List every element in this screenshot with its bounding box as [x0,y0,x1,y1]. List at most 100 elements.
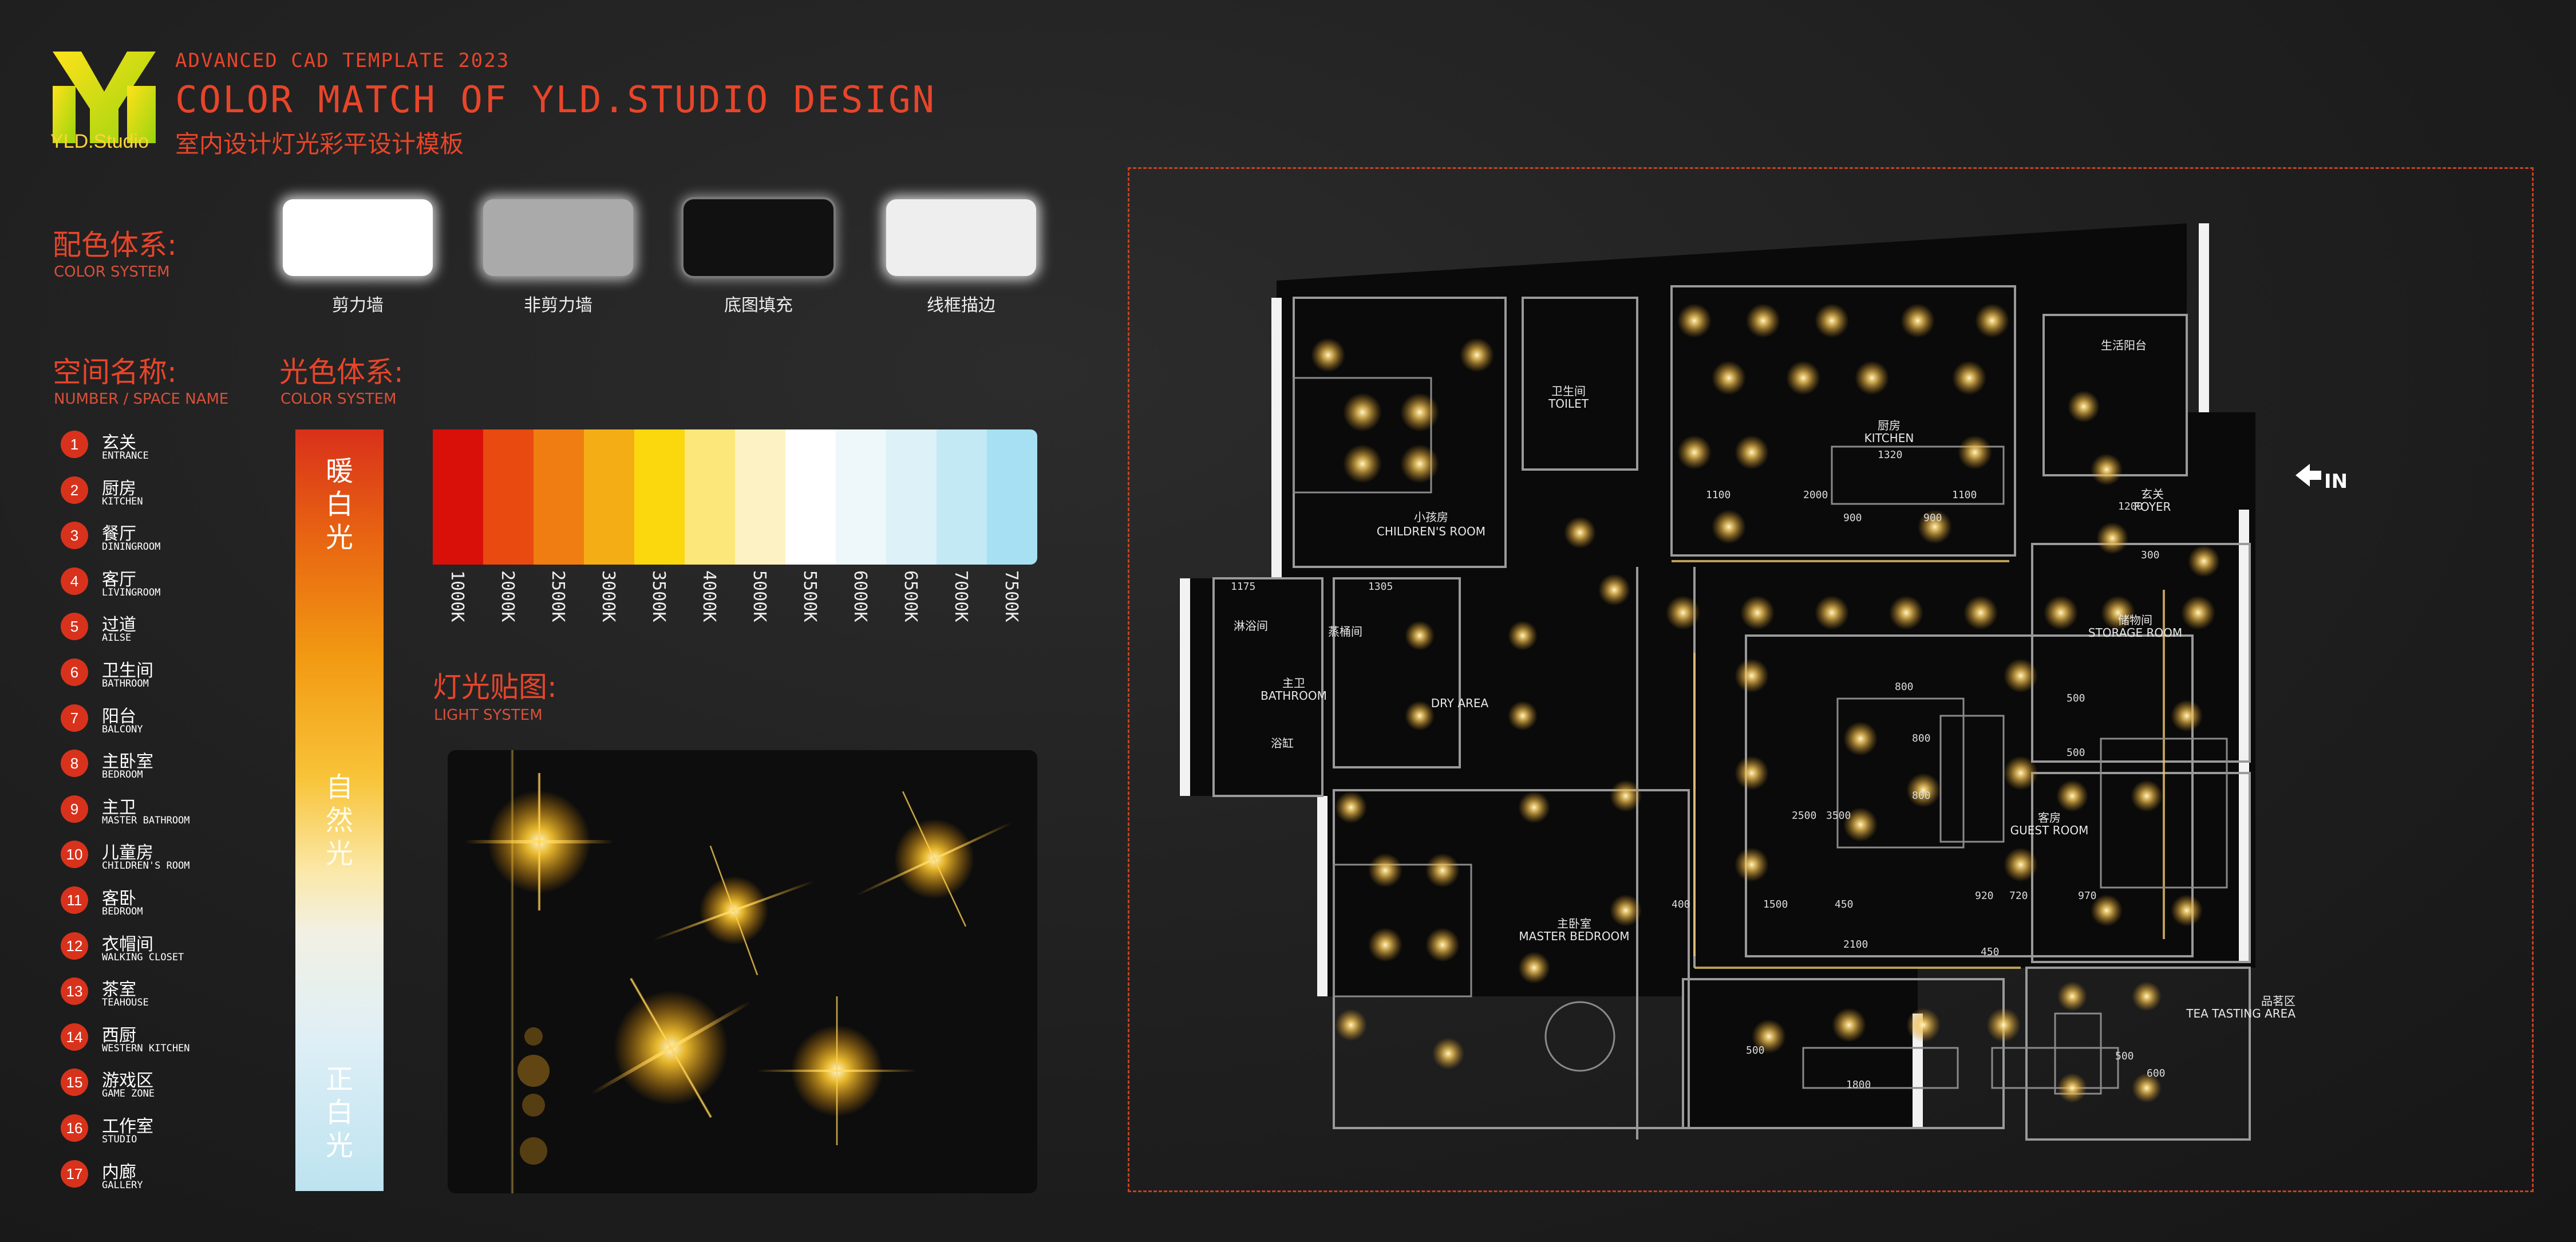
space-number-badge: 1 [61,431,88,458]
space-name-en: DININGROOM [102,541,161,553]
svg-text:1305: 1305 [1368,581,1393,593]
light-temperature-bar: 暖白光 自然光 正白光 [295,429,384,1191]
room-label: 储物间 [2118,613,2152,627]
space-name-cn: 主卫 [102,797,136,818]
temperature-swatch [735,429,785,565]
space-name-cn: 西厨 [102,1025,136,1046]
space-number-badge: 15 [61,1068,88,1097]
svg-text:2100: 2100 [1843,939,1868,951]
kelvin-label: 1000K [447,570,467,622]
room-label: 厨房 [1878,419,1901,432]
space-name-en: AILSE [102,632,132,644]
space-name-cn: 工作室 [102,1117,153,1137]
svg-text:900: 900 [1843,512,1862,524]
light-color-subheading: COLOR SYSTEM [280,391,397,408]
kelvin-label: 2000K [497,570,517,622]
kelvin-label: 6000K [850,570,870,622]
space-name-en: TEAHOUSE [102,997,149,1009]
space-name-cn: 衣帽间 [102,934,153,955]
svg-text:500: 500 [2115,1050,2134,1062]
temperature-swatch [634,429,685,565]
space-name-en: ENTRANCE [102,450,149,462]
swatch-base-fill [683,199,833,276]
space-name-cn: 儿童房 [102,843,153,864]
room-label: 蒸桶间 [1328,625,1362,638]
warm-white-label: 暖白光 [325,455,353,554]
space-name-cn: 内廊 [102,1162,136,1182]
kelvin-label: 2500K [548,570,568,622]
room-label: 浴缸 [1271,736,1294,750]
space-name-en: WALKING CLOSET [102,951,184,963]
temperature-swatch [785,429,836,565]
svg-text:720: 720 [2009,890,2028,902]
svg-text:800: 800 [1912,790,1931,802]
room-label: 淋浴间 [1234,619,1268,633]
light-system-subheading: LIGHT SYSTEM [434,707,543,724]
color-system-heading: 配色体系: [53,228,177,262]
swatch-label: 线框描边 [927,295,995,316]
plan-dimensions: 1100 2000 1100 1175 1305 1320 1200 300 8… [1231,449,2166,1091]
light-system-heading: 灯光贴图: [433,671,557,704]
space-name-cn: 卫生间 [102,661,153,681]
temperature-swatch [685,429,735,565]
space-number-badge: 13 [61,977,88,1006]
space-number-badge: 10 [61,841,88,869]
space-name-cn: 玄关 [102,433,136,453]
svg-text:400: 400 [1672,898,1690,910]
temperature-swatch [987,429,1037,565]
temperature-swatch [433,429,483,565]
room-label: 生活阳台 [2101,338,2147,352]
space-name-cn: 阳台 [102,706,136,727]
space-number-badge: 4 [61,567,88,595]
plan-spotlights [1311,303,2220,1103]
plan-cove-light [1672,560,2165,969]
room-label: 玄关 [2141,487,2164,501]
color-temperature-strip [433,429,1037,565]
room-label: 客房 [2038,811,2061,825]
room-label: 主卫 [1282,676,1305,690]
light-sprite-panel [448,750,1037,1193]
svg-text:1100: 1100 [1952,489,1977,501]
svg-text:1100: 1100 [1706,489,1730,501]
space-name-en: BATHROOM [102,678,149,689]
swatch-outline-stroke [886,199,1036,276]
space-name-en: KITCHEN [102,495,143,507]
svg-text:1200: 1200 [2118,500,2143,512]
room-label: 小孩房 [1414,510,1448,524]
entry-label: IN [2324,470,2348,493]
space-name-subheading: NUMBER / SPACE NAME [54,391,229,408]
temperature-swatch [937,429,987,565]
temperature-swatch [584,429,634,565]
space-number-badge: 9 [61,795,88,823]
svg-text:800: 800 [1912,732,1931,744]
kelvin-label: 6500K [900,570,920,622]
space-name-en: STUDIO [102,1134,137,1145]
space-name-cn: 客卧 [102,889,136,909]
plan-room-labels: 小孩房 CHILDREN'S ROOM 卫生间 TOILET 厨房 KITCHE… [1234,338,2296,1020]
space-name-heading: 空间名称: [53,356,177,389]
light-color-heading: 光色体系: [279,356,404,389]
space-name-cn: 茶室 [102,980,136,1000]
kelvin-label: 4000K [699,570,719,622]
space-number-badge: 3 [61,522,88,550]
kelvin-label: 3500K [649,570,669,622]
space-number-badge: 5 [61,613,88,641]
room-label: BATHROOM [1261,689,1327,703]
color-system-subheading: COLOR SYSTEM [54,263,170,281]
svg-text:1500: 1500 [1763,898,1788,910]
natural-light-label: 自然光 [325,771,353,870]
svg-text:500: 500 [2067,692,2085,704]
space-number-badge: 2 [61,476,88,504]
space-number-badge: 12 [61,932,88,960]
room-label: CHILDREN'S ROOM [1377,525,1485,538]
logo-caption: YLD.Studio [50,131,149,152]
svg-text:970: 970 [2078,890,2097,902]
yld-logo-icon [53,52,156,143]
kelvin-label: 3000K [598,570,618,622]
svg-text:450: 450 [1835,898,1854,910]
pure-white-label: 正白光 [325,1063,353,1162]
swatch-label: 剪力墙 [332,295,384,316]
room-label: FOYER [2134,500,2171,514]
header-title-cn: 室内设计灯光彩平设计模板 [175,130,464,158]
svg-text:500: 500 [1746,1044,1765,1056]
